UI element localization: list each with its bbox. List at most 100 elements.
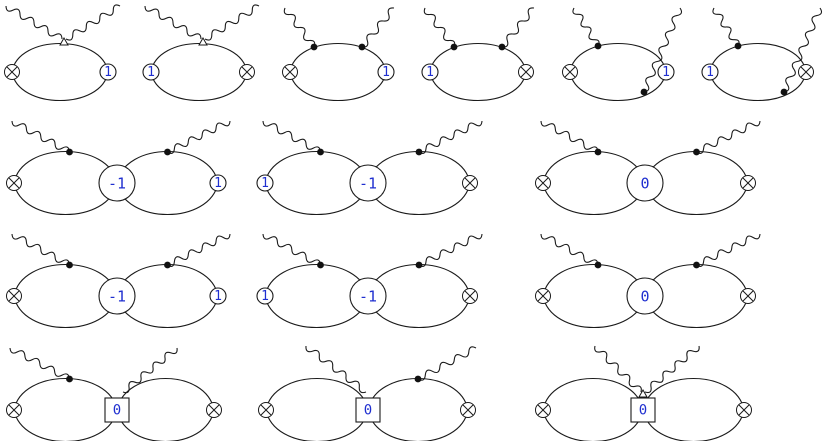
circle-times-stroke — [462, 404, 474, 416]
loop-upper-arc — [429, 43, 527, 73]
vertex-dot-icon — [415, 261, 423, 269]
photon-wavy-line — [712, 7, 740, 47]
photon-wavy-line — [11, 120, 71, 153]
right-loop-upper-arc — [116, 378, 215, 411]
left-loop-lower-arc — [265, 409, 369, 441]
white-blob-vertex-label: -1 — [108, 175, 126, 193]
circle-times-stroke — [464, 177, 476, 189]
vertex-dot-icon — [66, 375, 73, 383]
vertex-dot-icon — [498, 43, 506, 51]
triangle-wedge-icon — [638, 388, 648, 398]
circle-times-stroke — [464, 290, 476, 302]
grey-blob-vertex-label: -1 — [359, 288, 377, 306]
vertex-dot-icon — [693, 261, 700, 269]
circle-times-stroke — [520, 66, 532, 78]
white-blob-vertex — [349, 164, 387, 202]
circle-times-stroke — [738, 404, 750, 416]
vertex-dot-icon — [594, 261, 602, 269]
vertex-dot-icon — [594, 42, 602, 50]
insertion-vertex — [209, 287, 227, 305]
loop-upper-arc — [709, 43, 807, 73]
square-vertex-label: 0 — [113, 403, 121, 419]
circle-times-stroke — [8, 404, 20, 416]
vertex-dot-icon — [66, 261, 73, 269]
white-blob-vertex — [98, 164, 136, 202]
photon-wavy-line — [423, 7, 456, 48]
right-loop-lower-arc — [116, 409, 215, 441]
diagram-row1-item: 1 — [282, 7, 395, 101]
photon-wavy-line — [262, 233, 322, 266]
photon-wavy-line — [262, 120, 322, 153]
insertion-vertex — [209, 174, 227, 192]
insertion-vertex-label: 1 — [261, 289, 269, 304]
vertex-dot-icon — [780, 88, 788, 96]
vertex-dot-icon — [414, 375, 422, 383]
insertion-vertex — [142, 63, 160, 81]
photon-wavy-line — [540, 120, 599, 153]
insertion-vertex-label: 1 — [382, 65, 390, 80]
photon-wavy-line — [9, 347, 71, 380]
loop-upper-arc — [569, 43, 667, 73]
diagram-row1-item: 1 — [421, 7, 535, 101]
insertion-vertex — [377, 63, 395, 81]
photon-wavy-line — [11, 233, 71, 266]
photon-wavy-line — [696, 120, 761, 154]
diagram-row3-item: 0 — [535, 233, 761, 329]
circle-times-stroke — [8, 177, 20, 189]
diagram-row1-item: 1 — [562, 7, 683, 101]
photon-wavy-line — [696, 233, 761, 267]
photon-wavy-line — [418, 233, 483, 267]
circle-times-stroke — [284, 66, 296, 78]
photon-wavy-line — [122, 347, 178, 394]
insertion-vertex — [421, 63, 439, 81]
grey-blob-vertex — [626, 277, 664, 315]
diagram-row1-item: 1 — [4, 4, 121, 101]
photon-wavy-line — [501, 7, 535, 48]
loop-upper-arc — [11, 43, 109, 73]
photon-wavy-line — [644, 345, 700, 394]
insertion-vertex — [657, 63, 675, 81]
insertion-vertex-label: 1 — [214, 176, 222, 191]
grey-blob-vertex-label: -1 — [108, 288, 126, 306]
insertion-vertex-label: 1 — [147, 65, 155, 80]
right-loop-lower-arc — [367, 409, 469, 441]
insertion-vertex-label: 1 — [104, 65, 112, 80]
vertex-dot-icon — [317, 261, 324, 269]
vertex-dot-icon — [640, 88, 648, 96]
insertion-vertex-label: 1 — [706, 65, 714, 80]
grey-blob-vertex — [98, 277, 136, 315]
circle-times-stroke — [208, 404, 220, 416]
left-loop-upper-arc — [542, 377, 644, 411]
photon-wavy-line — [204, 4, 260, 41]
vertex-dot-icon — [66, 148, 73, 156]
circle-times-stroke — [800, 66, 812, 78]
insertion-vertex — [701, 63, 719, 81]
photon-wavy-line — [65, 4, 121, 41]
photon-wavy-line — [5, 5, 63, 40]
grey-blob-vertex-label: 0 — [640, 288, 649, 306]
circle-times-stroke — [8, 290, 20, 302]
white-blob-vertex-label: 0 — [640, 175, 649, 193]
circle-times-stroke — [537, 177, 549, 189]
photon-wavy-line — [144, 5, 202, 40]
left-loop-upper-arc — [265, 377, 369, 411]
triangle-wedge-icon — [59, 36, 69, 46]
insertion-vertex — [256, 174, 274, 192]
white-blob-vertex-label: -1 — [359, 175, 377, 193]
vertex-dot-icon — [164, 148, 171, 156]
vertex-dot-icon — [164, 261, 171, 269]
vertex-dot-icon — [693, 148, 700, 156]
vertex-dot-icon — [415, 148, 423, 156]
left-loop-upper-arc — [13, 377, 118, 411]
insertion-vertex — [256, 287, 274, 305]
grey-blob-vertex — [349, 277, 387, 315]
square-vertex — [630, 397, 656, 423]
diagram-row2-item: 0 — [535, 120, 761, 216]
circle-times-stroke — [742, 177, 754, 189]
photon-wavy-line — [418, 120, 483, 154]
insertion-vertex-label: 1 — [662, 65, 670, 80]
loop-upper-arc — [150, 43, 248, 73]
diagram-row3-item: -1 1 — [256, 233, 483, 329]
